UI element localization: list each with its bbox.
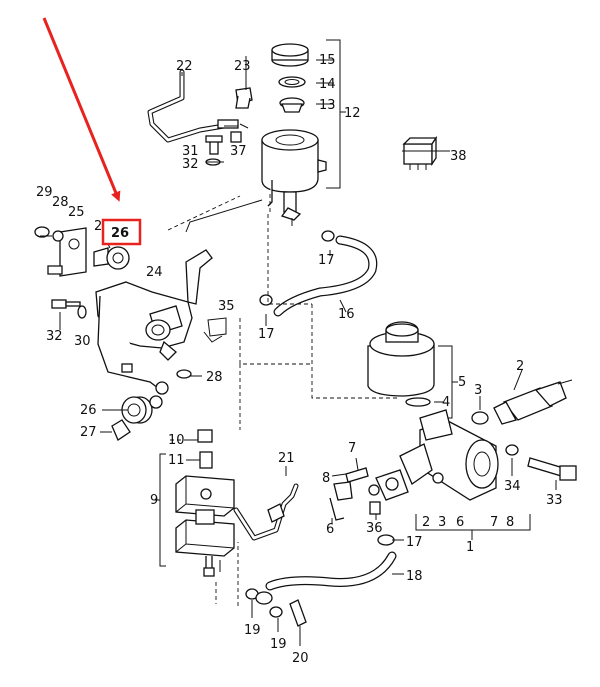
sensor-2 [493,379,573,425]
label-part-23: 23 [234,59,251,74]
label-part-29: 29 [36,185,53,200]
label-group-7: 7 [490,515,498,530]
label-part-38: 38 [450,149,467,164]
hose-16 [273,235,378,317]
reservoir-assembly [261,43,327,213]
label-part-28-top: 28 [52,195,69,210]
filter-5 [367,321,435,407]
label-part-36: 36 [366,521,383,536]
label-part-2-left: 2 [94,219,102,234]
label-part-4: 4 [442,395,450,410]
label-part-17-c: 17 [406,535,423,550]
label-part-25: 25 [68,205,85,220]
label-part-1: 1 [466,540,474,555]
bush-26-bottom [121,395,163,424]
label-part-35: 35 [218,299,235,314]
label-part-17-b: 17 [258,327,275,342]
label-part-14: 14 [319,77,336,92]
label-part-31: 31 [182,144,199,159]
label-part-26-highlighted: 26 [111,226,129,241]
label-part-2-right: 2 [516,359,524,374]
label-part-20: 20 [292,651,309,666]
label-part-17-a: 17 [318,253,335,268]
label-part-8: 8 [322,471,330,486]
hose-18 [265,551,397,591]
bracket-25 [47,227,87,277]
label-part-21: 21 [278,451,295,466]
label-part-5: 5 [458,375,466,390]
clip-23 [235,87,253,109]
pump-1 [375,409,499,501]
tube-22 [147,69,249,143]
label-part-16: 16 [338,307,355,322]
bush-26-top [93,246,130,270]
label-part-15: 15 [319,53,336,68]
label-part-34: 34 [504,479,521,494]
label-part-24: 24 [146,265,163,280]
label-part-26-bottom: 26 [80,403,97,418]
label-part-33: 33 [546,493,563,508]
valve-block-9 [175,475,235,577]
label-group-3: 3 [438,515,446,530]
label-part-27: 27 [80,425,97,440]
label-part-32-left: 32 [46,329,63,344]
label-part-7: 7 [348,441,356,456]
relay-38 [402,135,438,170]
label-part-6: 6 [326,522,334,537]
pipe-21 [233,483,299,541]
label-part-37: 37 [230,144,247,159]
label-part-19-a: 19 [244,623,261,638]
label-part-30: 30 [74,334,91,349]
label-part-10: 10 [168,433,185,448]
label-part-28-mid: 28 [206,370,223,385]
label-part-13: 13 [319,98,336,113]
highlight-box-26 [101,218,142,246]
label-group-6: 6 [456,515,464,530]
label-part-32-top: 32 [182,157,199,172]
label-part-22: 22 [176,59,193,74]
label-group-2: 2 [422,515,430,530]
highlight-arrow [42,17,121,202]
bracket-24 [95,249,213,395]
label-part-18: 18 [406,569,423,584]
label-group-8: 8 [506,515,514,530]
label-part-19-b: 19 [270,637,287,652]
label-part-12: 12 [344,106,361,121]
label-part-11: 11 [168,453,185,468]
label-part-3: 3 [474,383,482,398]
label-part-9: 9 [150,493,158,508]
